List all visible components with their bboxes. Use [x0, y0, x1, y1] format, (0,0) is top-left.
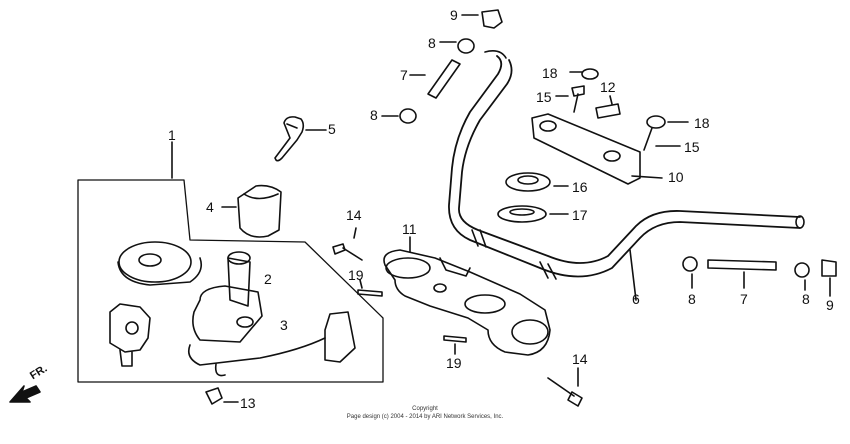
bolt-14-upper-part	[332, 227, 363, 261]
top-bridge-part	[383, 236, 551, 356]
callout-18-left: 18	[542, 65, 558, 81]
callout-8-right-inner: 8	[688, 291, 696, 307]
cap-18-right-part	[646, 115, 689, 129]
assembly-frame	[77, 141, 384, 383]
copyright-line-1: Copyright	[412, 406, 438, 412]
callout-7-right: 7	[740, 291, 748, 307]
callout-19-upper: 19	[348, 267, 364, 283]
callout-16: 16	[572, 179, 588, 195]
ignition-key-part	[274, 116, 327, 162]
callout-17: 17	[572, 207, 588, 223]
pin-19-upper-part	[357, 279, 383, 297]
handlebar-holder-part	[531, 113, 663, 185]
callout-8-upper: 8	[428, 35, 436, 51]
bolt-14-lower-part	[547, 367, 583, 407]
cap-18-left-part	[569, 68, 599, 80]
callout-8-right-outer: 8	[802, 291, 810, 307]
cap-9-upper-part	[461, 9, 503, 29]
callout-15-right: 15	[684, 139, 700, 155]
switch-base-plate-part	[117, 241, 203, 286]
bolt-15-right-part	[643, 127, 681, 151]
callout-18-right: 18	[694, 115, 710, 131]
cap-9-right-part	[821, 259, 837, 297]
callout-13: 13	[240, 395, 256, 411]
callout-15-left: 15	[536, 89, 552, 105]
ignition-switch-part	[187, 251, 356, 377]
screw-13-part	[205, 387, 239, 405]
callout-5: 5	[328, 121, 336, 137]
callout-1: 1	[168, 127, 176, 143]
callout-14-upper: 14	[346, 207, 362, 223]
nut-16-part	[505, 172, 569, 192]
callout-10: 10	[668, 169, 684, 185]
callout-12: 12	[600, 79, 616, 95]
holder-7-right-part	[707, 259, 777, 289]
bolt-15-left-part	[555, 85, 585, 113]
plate-12-part	[595, 95, 621, 119]
pin-19-lower-part	[443, 335, 467, 355]
washer-17-part	[497, 205, 569, 223]
callout-9-right: 9	[826, 297, 834, 313]
switch-cover-part	[221, 184, 282, 238]
front-direction-arrow-icon	[9, 385, 41, 403]
nut-8-right-outer-part	[794, 262, 810, 291]
callout-7-upper: 7	[400, 67, 408, 83]
holder-7-upper-part	[409, 59, 461, 99]
callout-4: 4	[206, 199, 214, 215]
callout-9-upper: 9	[450, 7, 458, 23]
nut-8-right-inner-part	[682, 256, 698, 289]
callout-6: 6	[632, 291, 640, 307]
steering-lock-part	[109, 303, 151, 367]
nut-8-lower-part	[381, 108, 417, 124]
handlebar-part	[448, 50, 805, 301]
copyright-line-2: Page design (c) 2004 - 2014 by ARI Netwo…	[346, 414, 504, 420]
callout-11: 11	[402, 221, 417, 237]
callout-14-lower: 14	[572, 351, 588, 367]
callout-3: 3	[280, 317, 288, 333]
nut-8-upper-part	[439, 38, 475, 54]
callout-2: 2	[264, 271, 272, 287]
callout-19-lower: 19	[446, 355, 462, 371]
callout-8-lower: 8	[370, 107, 378, 123]
